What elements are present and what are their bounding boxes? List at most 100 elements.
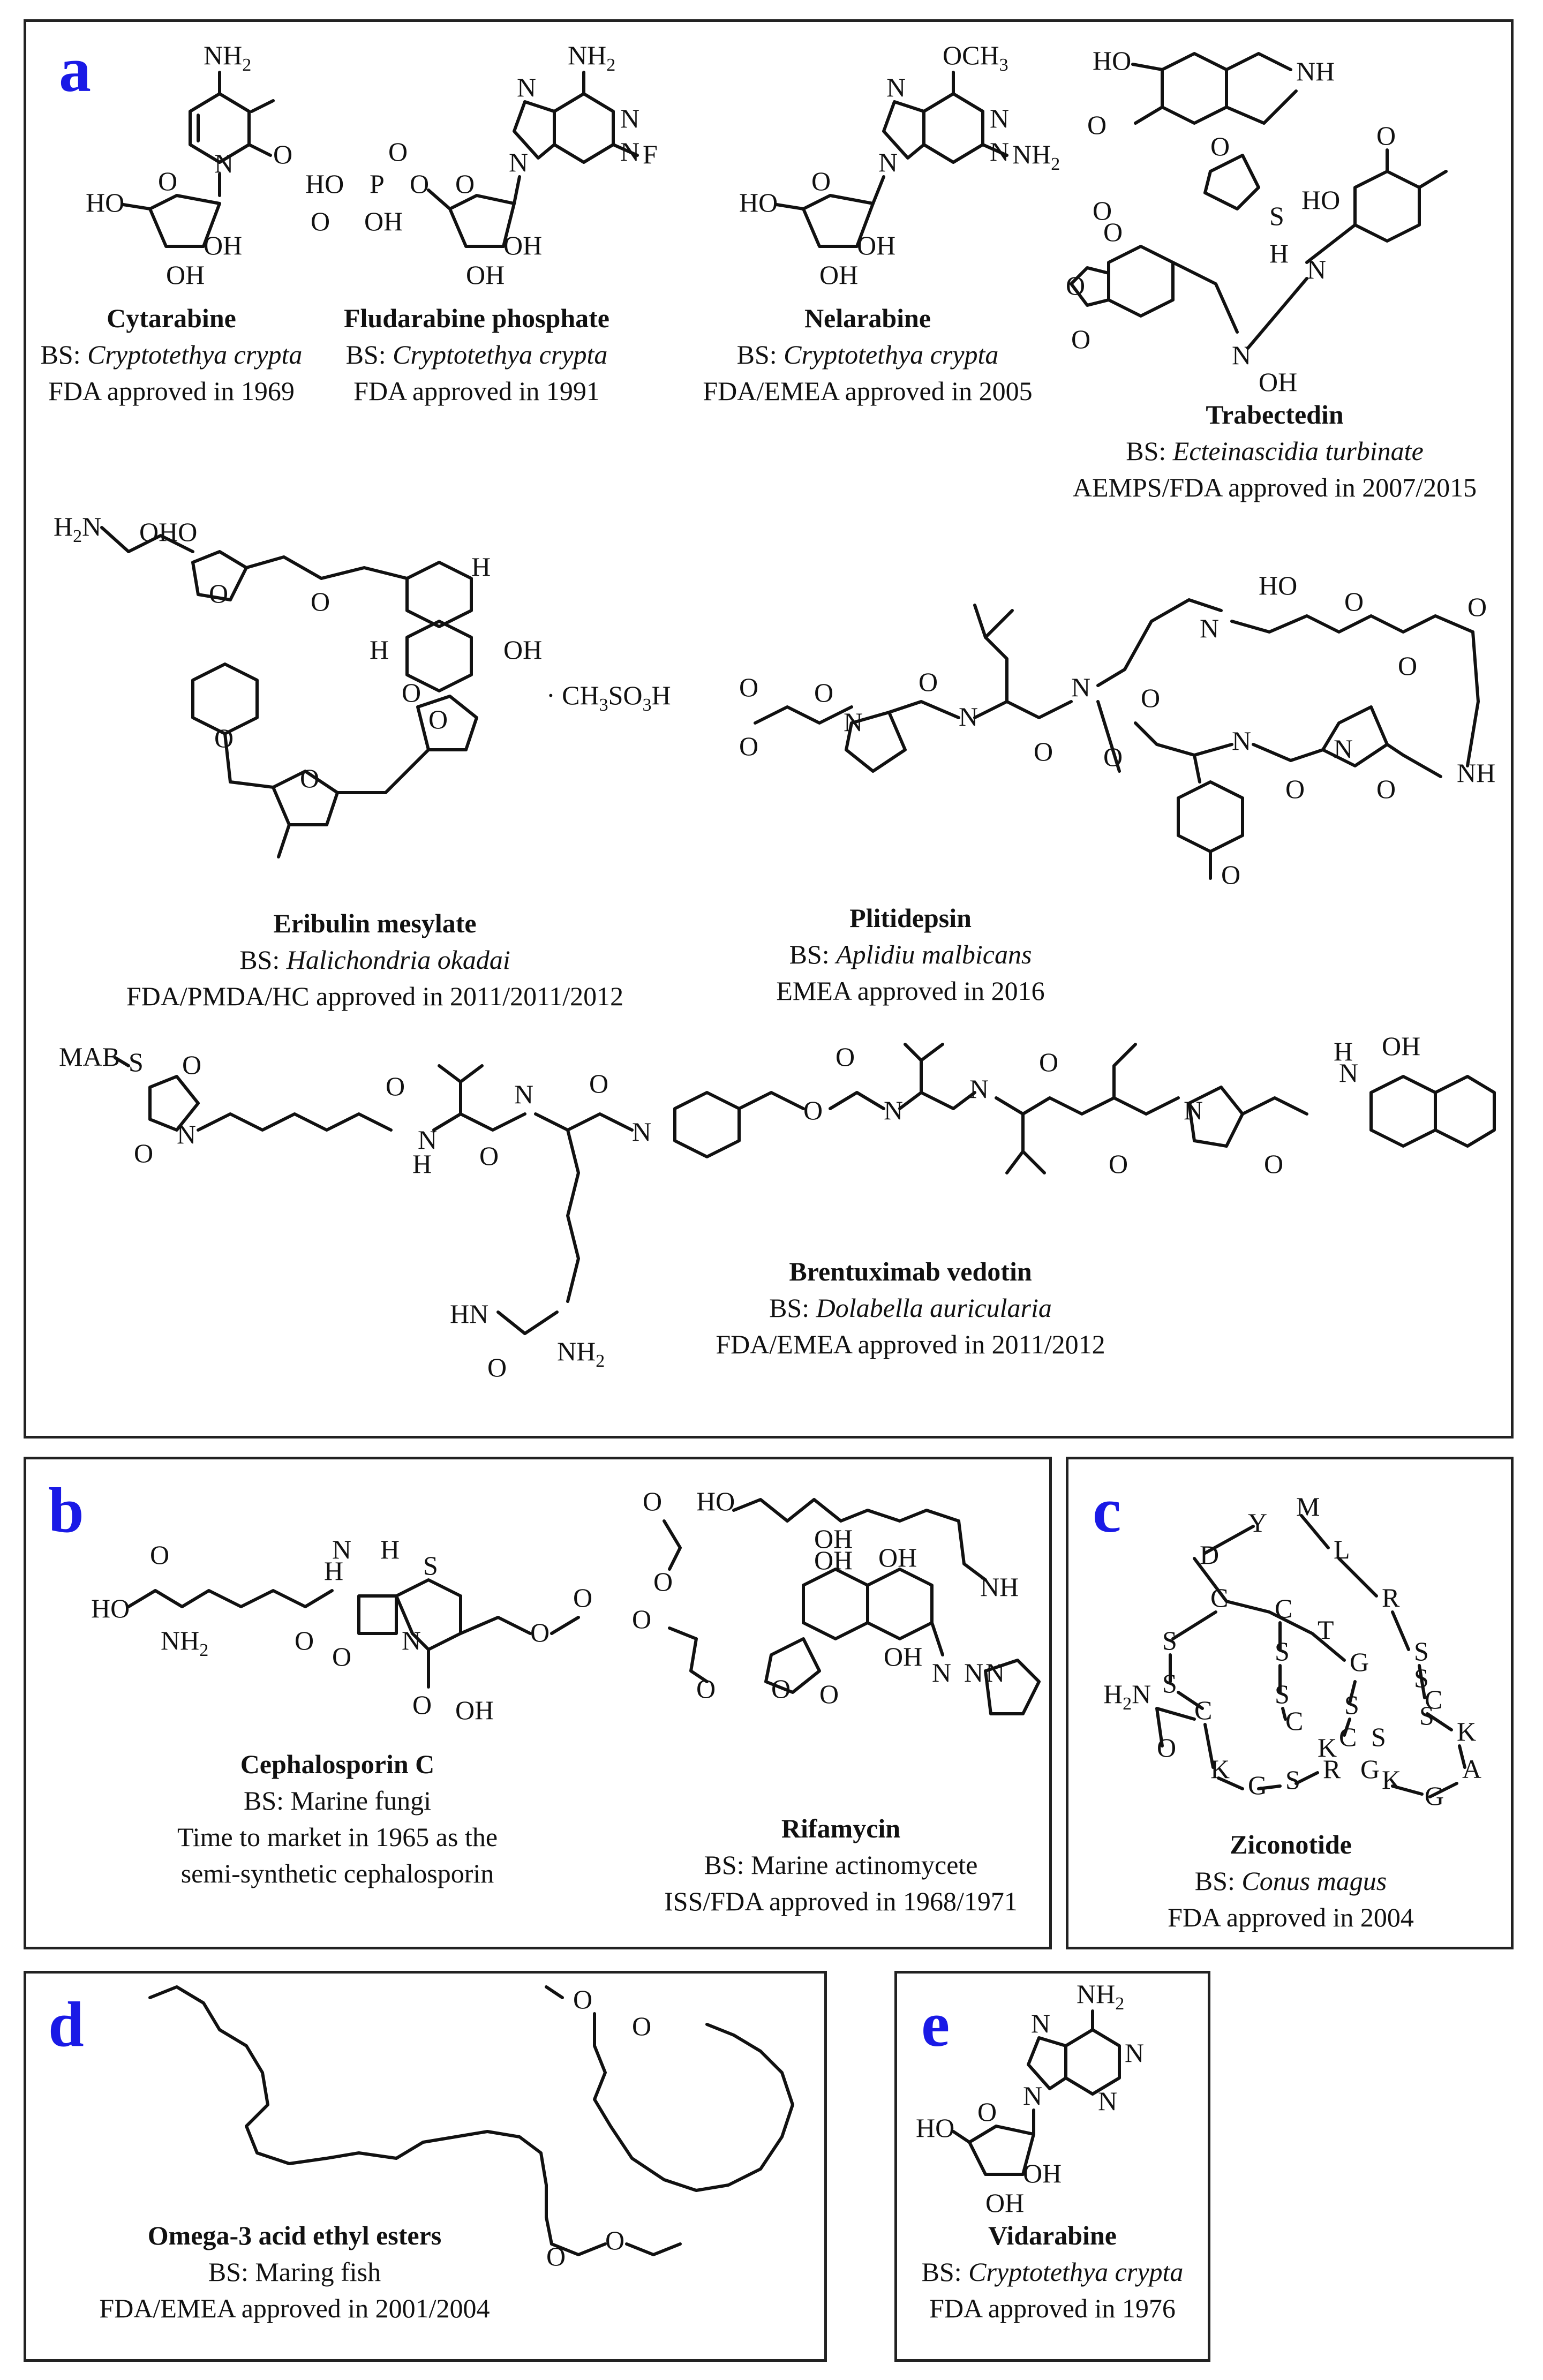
residue: K [1457,1716,1476,1746]
approval-text: FDA/EMEA approved in 2011/2012 [716,1329,1105,1359]
atom-label: O [1344,586,1364,616]
compound-name: Nelarabine [804,303,931,333]
source-organism: Cryptotethya crypta [968,2257,1184,2287]
caption-line: ISS/FDA approved in 1968/1971 [664,1886,1018,1916]
residue: R [1382,1583,1400,1613]
omega3-caption: Omega-3 acid ethyl esters BS: Maring fis… [54,2217,536,2326]
atom-label: OH [814,1524,853,1554]
residue: H2N [1103,1679,1151,1714]
atom-label: H [324,1556,343,1586]
atom-label: MAB [59,1042,120,1072]
atom-label: N [632,1117,651,1147]
atom-label: HN [450,1299,488,1329]
atom-label: OH [503,230,542,260]
compound-name: Plitidepsin [849,903,972,933]
atom-label: OH [166,260,205,290]
atom-label: NH [980,1572,1019,1602]
atom-label: H [1269,238,1289,268]
bs-prefix: BS: [239,945,287,975]
atom-label: O [977,2097,997,2127]
compound-name: Brentuximab vedotin [789,1256,1032,1286]
residue: A [1462,1754,1481,1784]
panel-label-b: b [48,1474,84,1546]
atom-label: O [1039,1047,1058,1077]
bs-prefix: BS: [40,340,88,370]
atom-label: OH [204,230,242,260]
approval-text: FDA/PMDA/HC approved in 2011/2011/2012 [126,981,624,1011]
atom-label: O [150,1540,169,1570]
atom-label: NH2 [568,40,615,75]
eribulin-caption: Eribulin mesylate BS: Halichondria okada… [91,905,659,1014]
atom-label: N [878,147,898,177]
residue: S [1275,1636,1290,1666]
atom-label: OH [878,1542,917,1572]
approval-text: EMEA approved in 2016 [776,976,1045,1006]
ziconotide-caption: Ziconotide BS: Conus magus FDA approved … [1077,1826,1505,1935]
brentuximab-structure: MAB S O N O O N H O N O HN O NH2 N O O N… [59,1031,1496,1382]
atom-label: S [1269,201,1284,231]
atom-label: O [739,672,758,702]
atom-label: O [209,578,228,608]
compound-name: Cephalosporin C [240,1749,435,1779]
compound-name: Omega-3 acid ethyl esters [147,2220,442,2250]
approval-text: FDA/EMEA approved in 2005 [703,376,1033,406]
bs-prefix: BS: [1126,436,1173,466]
nelarabine-caption: Nelarabine BS: Cryptotethya crypta FDA/E… [691,300,1044,409]
atom-label: N [177,1119,196,1149]
atom-label: O [1210,131,1230,161]
source-organism: Cryptotethya crypta [87,340,303,370]
panel-label-a: a [59,34,91,105]
atom-label: HO [696,1486,735,1516]
atom-label: O [402,677,421,707]
trabectedin-caption: Trabectedin BS: Ecteinascidia turbinate … [1044,396,1505,506]
atom-label: P [370,169,385,199]
atom-label: N [1071,672,1090,702]
residue: Y [1248,1508,1267,1538]
atom-label: HO [305,169,344,199]
atom-label: NH2 [204,40,251,75]
compound-name: Trabectedin [1206,400,1344,430]
atom-label: O [739,731,758,761]
source-organism: Ecteinascidia turbinate [1172,436,1424,466]
atom-label: O [1034,736,1053,766]
atom-label: N [932,1658,951,1688]
atom-label: N [1232,726,1251,756]
compound-name: Eribulin mesylate [273,908,477,938]
atom-label: O [134,1138,153,1168]
atom-label: O [479,1141,499,1171]
panel-e [894,1971,1210,2362]
atom-label: O [1087,110,1107,140]
atom-label: N [985,1658,1005,1688]
vidarabine-caption: Vidarabine BS: Cryptotethya crypta FDA a… [900,2217,1205,2326]
atom-label: N [514,1079,533,1109]
compound-name: Rifamycin [781,1813,901,1843]
approval-text: AEMPS/FDA approved in 2007/2015 [1072,472,1477,502]
atom-label: O [1221,860,1240,890]
residue: S [1414,1636,1429,1666]
residue: S [1285,1765,1300,1795]
atom-label: N [990,103,1009,133]
cytarabine-caption: Cytarabine BS: Cryptotethya crypta FDA a… [21,300,321,409]
atom-label: O [546,2241,566,2271]
source-organism: Halichondria okadai [286,945,510,975]
atom-label: O [771,1674,791,1704]
atom-label: OH [1023,2158,1062,2188]
atom-label: N [969,1074,989,1104]
caption-line: BS: Maring fish [208,2257,381,2287]
residue: G [1360,1754,1380,1784]
residue: G [1350,1647,1369,1677]
bs-prefix: BS: [736,340,784,370]
atom-label: HO [739,187,778,217]
cytarabine-structure: NH2 N O HO O OH OH [86,40,292,290]
residue: S [1371,1722,1386,1752]
atom-label: OH [1382,1031,1420,1061]
approval-text: FDA approved in 1976 [929,2293,1176,2323]
atom-label: N [964,1658,983,1688]
plitidepsin-caption: Plitidepsin BS: Aplidiu malbicans EMEA a… [707,900,1114,1009]
atom-label: O [410,169,429,199]
bs-prefix: BS: [921,2257,969,2287]
cephalosporin-caption: Cephalosporin C BS: Marine fungi Time to… [107,1746,568,1892]
atom-label: O [311,206,330,236]
atom-label: O [819,1679,839,1709]
atom-label: N [886,72,906,102]
